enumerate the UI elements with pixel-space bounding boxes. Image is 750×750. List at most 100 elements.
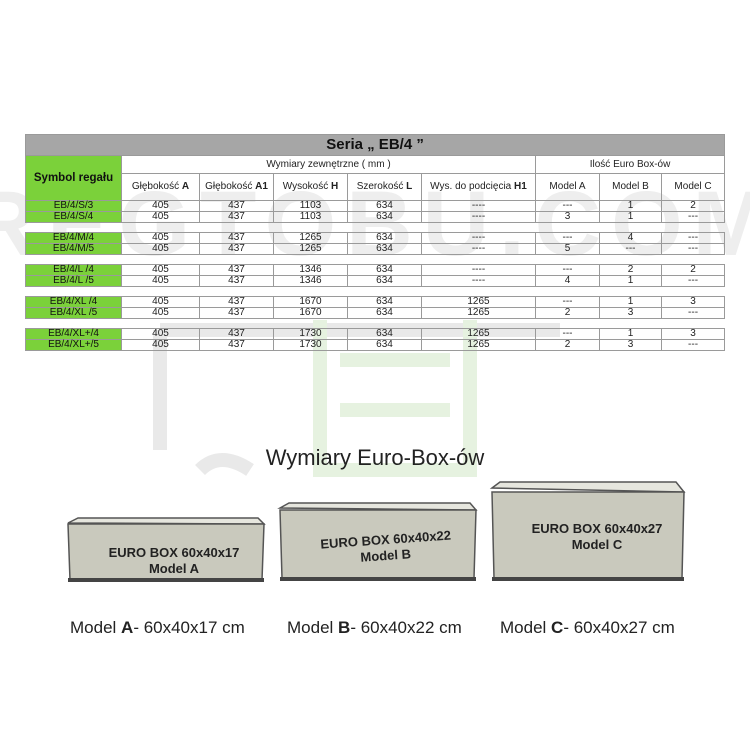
table-cell: ---- [421, 200, 536, 212]
table-cell: 634 [347, 296, 422, 308]
table-cell: --- [535, 232, 600, 244]
dimensions-group-header: Wymiary zewnętrzne ( mm ) [121, 155, 536, 174]
euro-box-illustrations: EURO BOX 60x40x17 Model A EURO BOX 60x40… [67, 481, 686, 582]
column-header: Model A [535, 173, 600, 201]
table-cell: 1103 [273, 211, 348, 223]
table-cell: 1 [599, 211, 662, 223]
table-cell: 405 [121, 243, 200, 255]
table-cell: 3 [599, 307, 662, 319]
symbol-cell: EB/4/XL+/5 [25, 339, 122, 351]
group-spacer [25, 222, 725, 233]
table-cell: --- [660, 339, 726, 351]
table-cell: 405 [121, 296, 200, 308]
caption-b-prefix: Model [287, 618, 339, 637]
table-cell: 3 [599, 339, 662, 351]
table-cell: 5 [535, 243, 600, 255]
table-cell: 437 [199, 264, 274, 276]
table-cell: 2 [660, 200, 726, 212]
table-cell: 4 [535, 275, 600, 287]
euro-box-model-c: EURO BOX 60x40x27 Model C [489, 481, 686, 581]
column-header-text: Model B [612, 181, 649, 192]
table-cell: --- [660, 232, 726, 244]
box-a-line2: Model A [149, 561, 200, 576]
table-cell: 634 [347, 232, 422, 244]
table-cell: 2 [535, 307, 600, 319]
symbol-header: Symbol regału [25, 155, 122, 201]
table-cell: 437 [199, 200, 274, 212]
symbol-cell: EB/4/S/4 [25, 211, 122, 223]
table-cell: ---- [421, 211, 536, 223]
table-cell: --- [535, 200, 600, 212]
table-cell: 634 [347, 243, 422, 255]
column-header: Głębokość A [121, 173, 200, 201]
caption-c-prefix: Model [500, 618, 552, 637]
table-cell: 437 [199, 339, 274, 351]
box-c-line1: EURO BOX 60x40x27 [532, 521, 663, 536]
table-cell: 634 [347, 264, 422, 276]
caption-a-text: - 60x40x17 cm [133, 618, 245, 637]
caption-model-a: Model A- 60x40x17 cm [70, 618, 245, 638]
table-cell: 1346 [273, 264, 348, 276]
column-header: Szerokość L [347, 173, 422, 201]
table-cell: 4 [599, 232, 662, 244]
table-cell: 405 [121, 339, 200, 351]
symbol-cell: EB/4/M/4 [25, 232, 122, 244]
table-cell: 405 [121, 232, 200, 244]
spec-table: Seria „ EB/4 ” Symbol regału Wymiary zew… [24, 134, 726, 351]
table-cell: 437 [199, 328, 274, 340]
quantity-group-header: Ilość Euro Box-ów [534, 155, 726, 174]
table-cell: --- [535, 328, 600, 340]
table-cell: 437 [199, 232, 274, 244]
table-cell: 1670 [273, 296, 348, 308]
table-cell: --- [660, 243, 726, 255]
table-cell: 634 [347, 339, 422, 351]
column-header-text: Wys. do podcięcia [430, 181, 512, 192]
caption-a-prefix: Model [70, 618, 122, 637]
column-header-letter: H [331, 181, 339, 192]
caption-b-text: - 60x40x22 cm [350, 618, 462, 637]
table-cell: 437 [199, 243, 274, 255]
table-cell: 3 [660, 296, 726, 308]
caption-a-letter: A [121, 618, 134, 637]
table-cell: 405 [121, 211, 200, 223]
table-cell: 1730 [273, 339, 348, 351]
column-header-text: Model C [674, 181, 712, 192]
table-cell: 437 [199, 296, 274, 308]
table-cell: 1 [599, 200, 662, 212]
box-b-line2: Model B [360, 546, 411, 564]
column-header: Głębokość A1 [199, 173, 274, 201]
column-header: Wys. do podcięcia H1 [421, 173, 536, 201]
symbol-cell: EB/4/L /4 [25, 264, 122, 276]
table-cell: 1265 [421, 328, 536, 340]
group-spacer [25, 318, 725, 329]
table-cell: 2 [660, 264, 726, 276]
symbol-cell: EB/4/XL /5 [25, 307, 122, 319]
table-cell: 1346 [273, 275, 348, 287]
table-cell: 634 [347, 211, 422, 223]
column-header: Wysokość H [273, 173, 348, 201]
euro-box-model-a: EURO BOX 60x40x17 Model A [67, 517, 266, 582]
table-cell: 437 [199, 211, 274, 223]
box-c-line2: Model C [572, 537, 623, 552]
table-cell: ---- [421, 264, 536, 276]
table-cell: 1730 [273, 328, 348, 340]
symbol-cell: EB/4/S/3 [25, 200, 122, 212]
column-header: Model C [660, 173, 726, 201]
section-title: Wymiary Euro-Box-ów [265, 445, 485, 470]
table-cell: 1265 [421, 339, 536, 351]
table-cell: --- [535, 296, 600, 308]
column-header-letter: A1 [255, 181, 268, 192]
caption-b-letter: B [338, 618, 351, 637]
column-header-letter: L [406, 181, 413, 192]
caption-c-text: - 60x40x27 cm [563, 618, 675, 637]
